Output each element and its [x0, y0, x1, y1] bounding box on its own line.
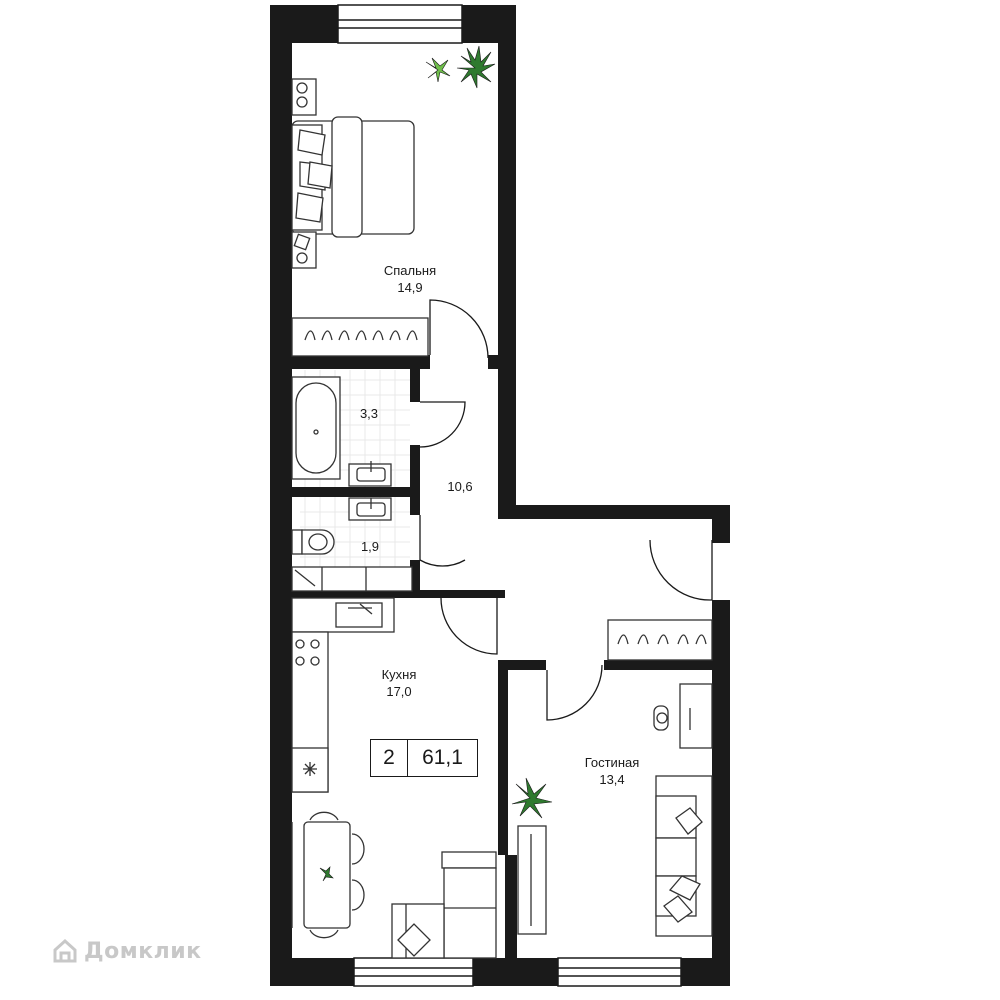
room-label-hallway: 10,6 [438, 478, 482, 495]
room-name: Спальня [383, 263, 437, 278]
walls [270, 5, 730, 986]
room-label-toilet: 1,9 [350, 538, 390, 555]
wardrobe-icon [607, 619, 713, 661]
desk-icon [653, 683, 713, 749]
furniture [291, 78, 713, 959]
closet-icon [291, 566, 413, 592]
bed-icon [291, 116, 415, 238]
toilet-icon [291, 529, 335, 555]
room-area: 10,6 [447, 479, 473, 494]
room-label-living: Гостиная 13,4 [572, 754, 652, 788]
sink-icon [348, 461, 392, 521]
sofa-icon [655, 775, 713, 937]
tv-unit-icon [517, 825, 547, 935]
plant-icon [319, 45, 553, 882]
total-area: 61,1 [422, 746, 463, 769]
room-area: 13,4 [599, 772, 625, 787]
nightstand-icon [291, 78, 317, 269]
room-area: 17,0 [386, 684, 412, 699]
room-label-bathroom: 3,3 [349, 405, 389, 422]
room-area: 3,3 [359, 406, 379, 421]
room-count: 2 [371, 740, 408, 776]
sofa-icon [391, 851, 497, 959]
house-logo-icon [53, 938, 77, 963]
room-area: 14,9 [397, 280, 423, 295]
room-label-bedroom: Спальня 14,9 [370, 262, 450, 296]
apartment-summary-badge: 2 61,1 [370, 739, 478, 777]
bathtub-icon [291, 376, 341, 480]
room-name: Кухня [381, 667, 417, 682]
watermark: Домклик [52, 938, 202, 964]
watermark-text: Домклик [84, 938, 202, 964]
kitchen-counter-icon [291, 597, 395, 793]
room-label-kitchen: Кухня 17,0 [364, 666, 434, 700]
doors [419, 299, 713, 721]
room-area: 1,9 [360, 539, 380, 554]
room-name: Гостиная [584, 755, 640, 770]
wardrobe-icon [291, 317, 429, 357]
windows [337, 4, 682, 987]
